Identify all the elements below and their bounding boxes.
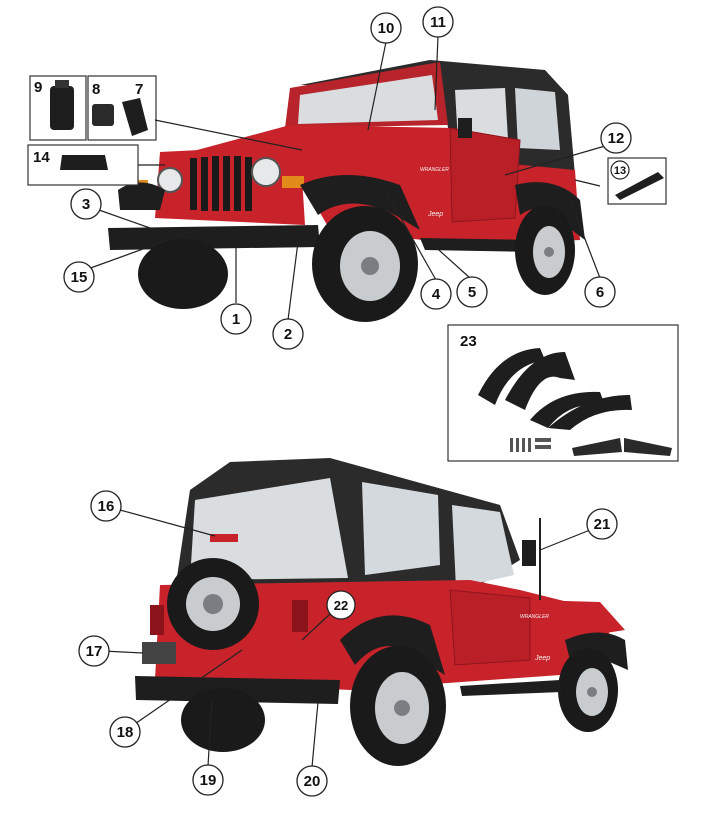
- callout-20: 20: [296, 765, 328, 797]
- inset-label-14: 14: [33, 149, 50, 166]
- inset-label-7: 7: [135, 81, 143, 98]
- leader-lines: [84, 35, 613, 768]
- callouts: 1 2 3 4 5 6 10 11 12 15 16 17 18 19 20 2…: [63, 6, 632, 797]
- inset-box-23: 23: [447, 324, 679, 462]
- callout-5-label: 5: [468, 284, 476, 301]
- callout-20-label: 20: [304, 773, 321, 790]
- inset-label-8: 8: [92, 81, 100, 98]
- callout-4-label: 4: [432, 286, 441, 303]
- part-13-image: [615, 172, 664, 200]
- fender-flare-front-right-image: [505, 352, 575, 410]
- hood-latch-part-image: [50, 86, 74, 130]
- callout-16: 16: [90, 490, 122, 522]
- inset-box-14: 14: [27, 144, 139, 186]
- part-8-image: [92, 104, 114, 126]
- wrangler-emblem-rear: WRANGLER: [520, 614, 549, 620]
- inset-label-13: 13: [614, 165, 626, 177]
- flare-extension-left-image: [572, 438, 622, 456]
- callout-21: 21: [586, 508, 618, 540]
- callout-2-label: 2: [284, 326, 292, 343]
- callout-22: 22: [326, 590, 356, 620]
- callout-10-label: 10: [378, 20, 395, 37]
- callout-15: 15: [63, 261, 95, 293]
- inset-box-9: 9: [29, 75, 87, 141]
- callout-22-label: 22: [334, 598, 348, 613]
- callout-12-label: 12: [608, 130, 625, 147]
- wrangler-emblem-front: WRANGLER: [420, 167, 449, 173]
- inset-box-8-7: 8 7: [87, 75, 157, 141]
- callout-11: 11: [422, 6, 454, 38]
- callout-17: 17: [78, 635, 110, 667]
- inset-box-13: 13: [607, 157, 667, 205]
- jeep-emblem-rear: Jeep: [534, 655, 550, 662]
- callout-3: 3: [70, 188, 102, 220]
- callout-21-label: 21: [594, 516, 611, 533]
- callout-2: 2: [272, 318, 304, 350]
- callout-18: 18: [109, 716, 141, 748]
- callout-1: 1: [220, 303, 252, 335]
- callout-19: 19: [192, 764, 224, 796]
- fender-flare-rear-right-image: [548, 395, 632, 430]
- front-vehicle-illustration: Jeep WRANGLER: [108, 60, 585, 322]
- callout-1-label: 1: [232, 311, 240, 328]
- inset-label-23: 23: [460, 333, 477, 350]
- callout-19-label: 19: [200, 772, 217, 789]
- callout-10: 10: [370, 12, 402, 44]
- part-7-image: [122, 98, 148, 136]
- callout-11-label: 11: [430, 14, 446, 31]
- part-14-image: [60, 155, 108, 170]
- inset-label-9: 9: [34, 79, 42, 96]
- callout-18-label: 18: [117, 724, 134, 741]
- fender-flare-rear-left-image: [530, 391, 605, 428]
- callout-6: 6: [584, 276, 616, 308]
- jeep-emblem-front: Jeep: [427, 211, 443, 218]
- flare-extension-right-image: [624, 438, 672, 456]
- callout-12: 12: [600, 122, 632, 154]
- mounting-hardware-image: [510, 438, 551, 452]
- rear-vehicle-illustration: Jeep WRANGLER: [135, 458, 628, 766]
- callout-6-label: 6: [596, 284, 604, 301]
- callout-4: 4: [420, 278, 452, 310]
- callout-5: 5: [456, 276, 488, 308]
- callout-15-label: 15: [71, 269, 88, 286]
- fender-flare-front-left-image: [478, 348, 545, 405]
- callout-17-label: 17: [86, 643, 103, 660]
- callout-3-label: 3: [82, 196, 90, 213]
- callout-16-label: 16: [98, 498, 115, 515]
